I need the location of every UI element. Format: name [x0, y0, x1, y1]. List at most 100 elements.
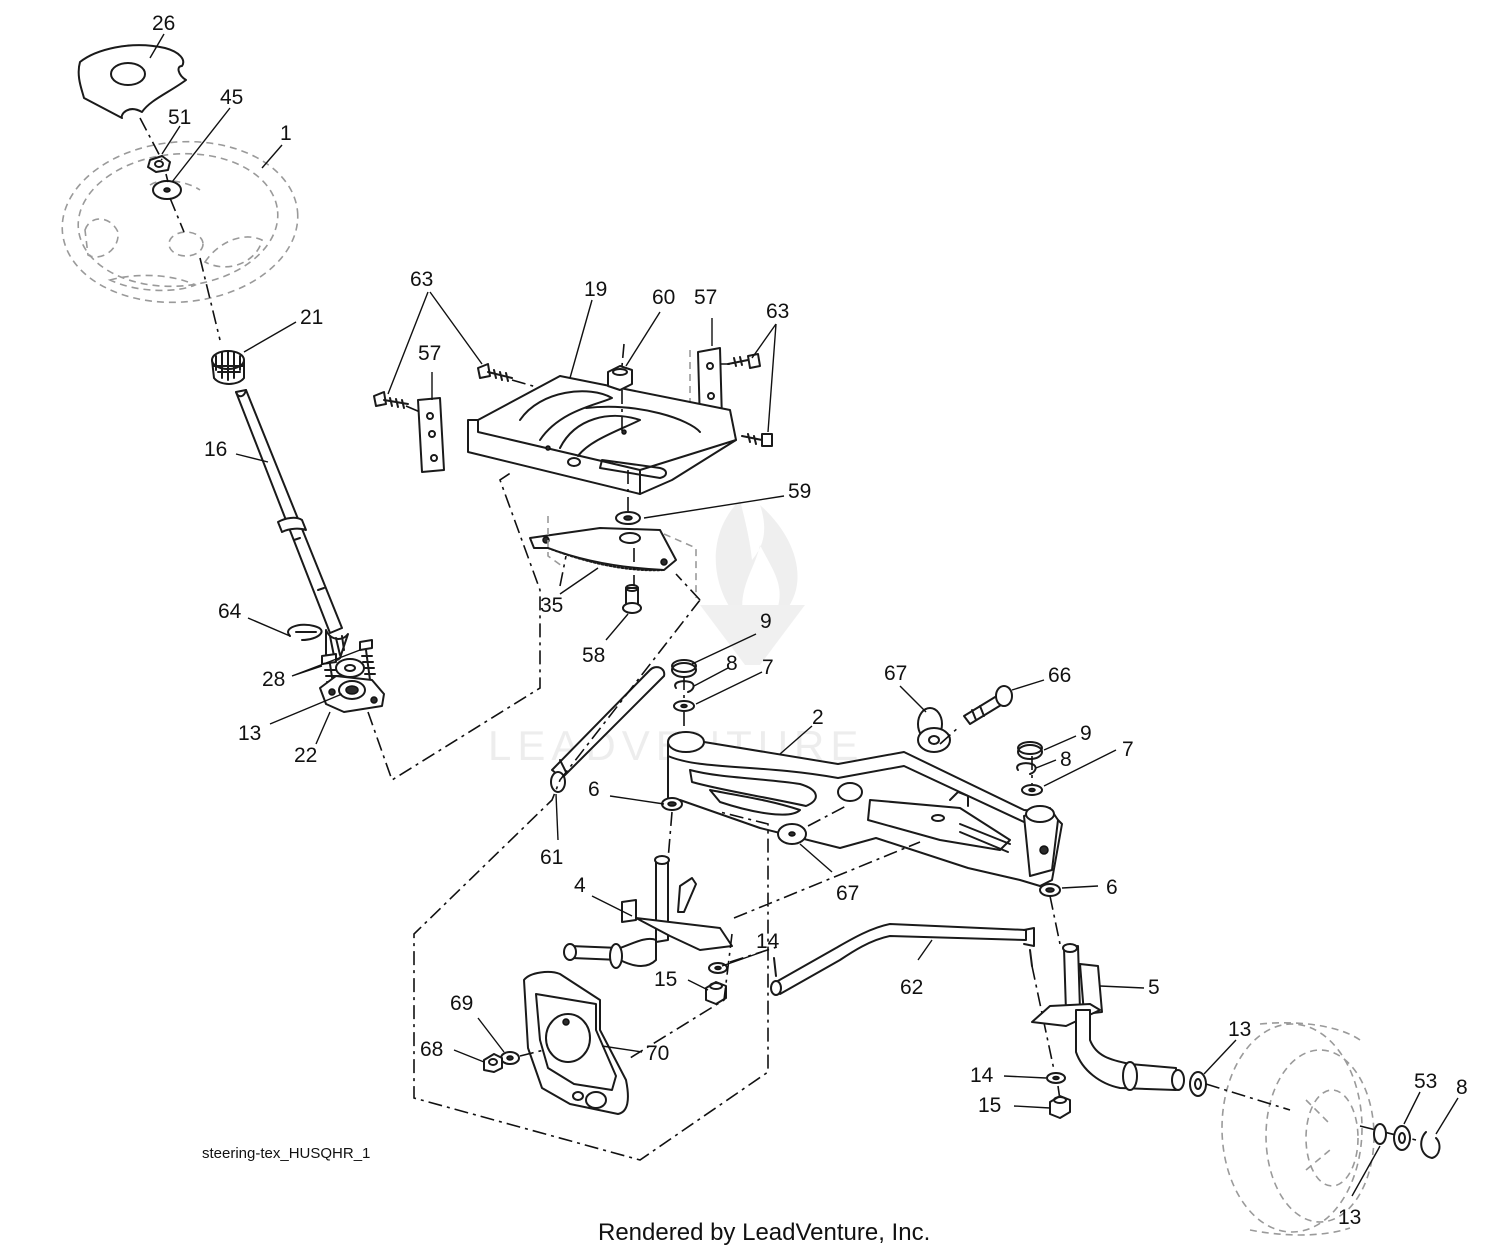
callout-5: 5 [1148, 976, 1160, 999]
bracket-57-left-part [417, 397, 445, 473]
callout-59: 59 [788, 480, 811, 503]
clip-8-right-part [1016, 762, 1037, 775]
callout-13-wheel-bottom: 13 [1338, 1206, 1361, 1229]
washer-7-left-part [673, 700, 695, 712]
nut-15-right-part [1049, 1095, 1071, 1119]
callout-16: 16 [204, 438, 227, 461]
cap-9-left-part [671, 659, 697, 678]
callout-4: 4 [574, 874, 586, 897]
callout-63-right: 63 [766, 300, 789, 323]
callout-21: 21 [300, 306, 323, 329]
steering-wheel-part [61, 140, 299, 304]
callout-13-left: 13 [238, 722, 261, 745]
callout-1: 1 [280, 122, 292, 145]
callout-51: 51 [168, 106, 191, 129]
spacer-67-bottom-part [777, 823, 807, 845]
callout-6-left: 6 [588, 778, 600, 801]
callout-22: 22 [294, 744, 317, 767]
spindle-5-part [1031, 943, 1185, 1091]
bolt-66-part [963, 685, 1013, 725]
axle-2-part [667, 731, 1063, 887]
callout-70: 70 [646, 1042, 669, 1065]
washer-45-part [152, 180, 182, 200]
plate-19-part [467, 375, 737, 495]
bolt-58-part [622, 584, 642, 614]
callout-67-bottom: 67 [836, 882, 859, 905]
plate-axis-line [621, 343, 629, 512]
clip-8-wheel-part [1420, 1131, 1441, 1159]
callout-67-top: 67 [884, 662, 907, 685]
bolt-28-part [321, 639, 376, 691]
callout-9-right: 9 [1080, 722, 1092, 745]
callout-64: 64 [218, 600, 242, 623]
pin-64-part [287, 623, 323, 641]
spindle-axis-lines [667, 676, 1061, 945]
leader-lines [149, 33, 1459, 1197]
nut-15-left-part [705, 981, 727, 1005]
washer-6-right-part [1039, 883, 1061, 897]
nut-60-part [607, 365, 633, 391]
callout-labels: 26 51 45 1 21 16 64 28 13 22 63 57 19 60… [152, 12, 1468, 1229]
callout-28: 28 [262, 668, 285, 691]
bolt-63-a-part [373, 391, 409, 409]
bolt-68-part [483, 1053, 503, 1073]
front-wheel-part [1221, 1021, 1375, 1236]
assembly-outline [413, 555, 921, 1161]
sector-gear-35-part [529, 516, 697, 598]
callout-2: 2 [812, 706, 824, 729]
callout-9-left: 9 [760, 610, 772, 633]
flange-22-part [319, 675, 385, 713]
washer-59-part [615, 511, 641, 525]
steering-shaft-16-part [235, 389, 349, 662]
callout-26: 26 [152, 12, 175, 35]
callout-62: 62 [900, 976, 923, 999]
callout-14-left: 14 [756, 930, 780, 953]
callout-68: 68 [420, 1038, 443, 1061]
callout-63-left: 63 [410, 268, 433, 291]
callout-7-left: 7 [762, 656, 774, 679]
callout-13-wheel-top: 13 [1228, 1018, 1251, 1041]
callout-8-right: 8 [1060, 748, 1072, 771]
callout-19: 19 [584, 278, 607, 301]
callout-53: 53 [1414, 1070, 1437, 1093]
washer-7-right-part [1021, 784, 1043, 796]
shaft-to-plate-axis [367, 471, 541, 782]
callout-45: 45 [220, 86, 243, 109]
spacer-67-top-part [917, 707, 951, 753]
nut-51-part [147, 155, 171, 173]
steering-cap-part [77, 44, 187, 119]
callout-8-wheel: 8 [1456, 1076, 1468, 1099]
callout-61: 61 [540, 846, 563, 869]
washer-13-right-part [1189, 1071, 1207, 1097]
callout-58: 58 [582, 644, 605, 667]
callout-69: 69 [450, 992, 473, 1015]
callout-8-left: 8 [726, 652, 738, 675]
adapter-21-part [211, 350, 245, 385]
diagram-caption: steering-tex_HUSQHR_1 [202, 1145, 370, 1162]
callout-35: 35 [540, 594, 563, 617]
bolt-63-c-part [727, 353, 761, 369]
callout-14-right: 14 [970, 1064, 994, 1087]
bolt-63-b-part [477, 363, 513, 382]
washer-69-part [500, 1051, 520, 1065]
washer-14-right-part [1046, 1072, 1066, 1084]
callout-15-right: 15 [978, 1094, 1001, 1117]
bolt-axis-lines [405, 363, 730, 413]
callout-57-left: 57 [418, 342, 441, 365]
clip-8-left-part [674, 680, 695, 693]
callout-6-right: 6 [1106, 876, 1118, 899]
pivot-axis-line [807, 725, 961, 827]
callout-7-right: 7 [1122, 738, 1134, 761]
rendered-by-footer: Rendered by LeadVenture, Inc. [598, 1219, 930, 1246]
spindle-4-part [563, 855, 733, 969]
bracket-70-part [523, 971, 629, 1115]
washer-13-left-part [335, 658, 365, 678]
washer-13-outer-part [1373, 1123, 1387, 1145]
callout-60: 60 [652, 286, 675, 309]
callout-15-left: 15 [654, 968, 677, 991]
steering-axis-line [139, 117, 221, 341]
callout-57-right: 57 [694, 286, 717, 309]
bolt-63-d-part [741, 433, 773, 447]
cap-9-right-part [1017, 741, 1043, 760]
callout-66: 66 [1048, 664, 1071, 687]
